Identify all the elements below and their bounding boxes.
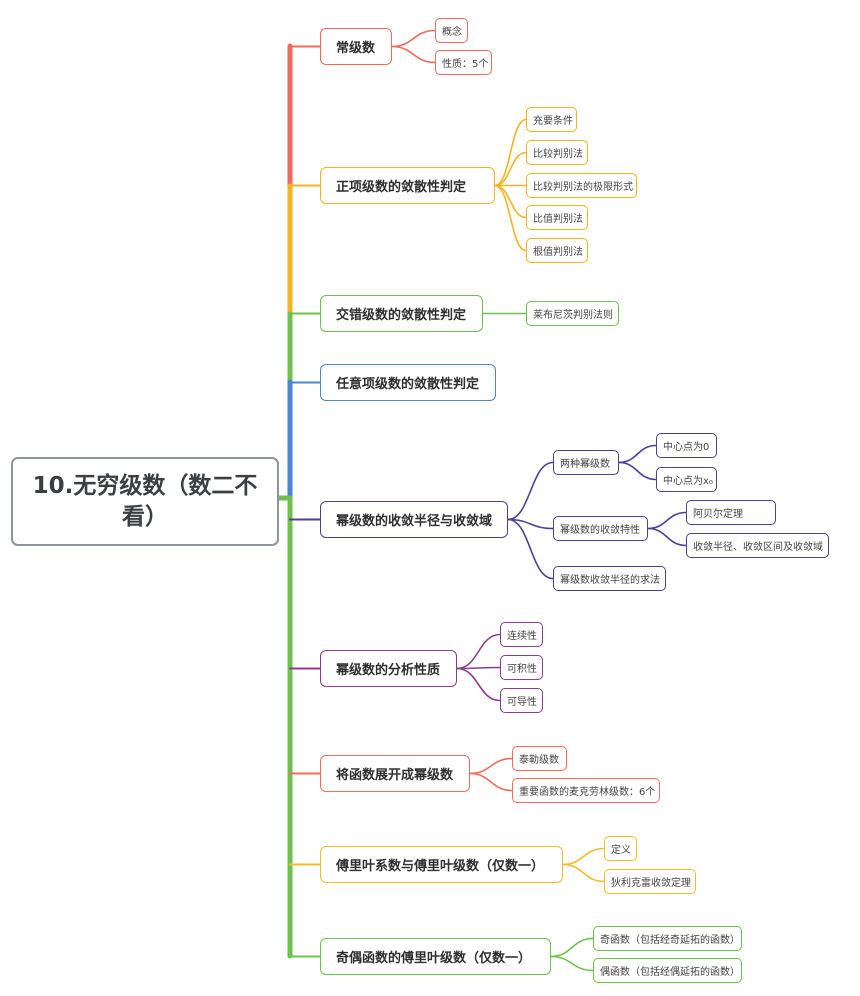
- topic-alternating-series[interactable]: 交错级数的敛散性判定: [320, 295, 483, 332]
- subtopic-properties[interactable]: 性质：5个: [435, 50, 492, 75]
- subtopic-taylor-series[interactable]: 泰勒级数: [512, 746, 567, 771]
- subtopic-ratio-test[interactable]: 比值判别法: [526, 205, 588, 230]
- topic-fourier-series[interactable]: 傅里叶系数与傅里叶级数（仅数一）: [320, 846, 563, 883]
- branch-leaf-abel-theorem: [647, 511, 687, 530]
- subtopic-maclaurin-series[interactable]: 重要函数的麦克劳林级数：6个: [512, 778, 660, 803]
- root-title-line1: 10.无穷级数（数二不: [32, 472, 258, 499]
- root-title-line2: 看）: [122, 503, 168, 530]
- branch-subtopic-taylor-series: [469, 757, 513, 775]
- branch-subtopic-comparison-test: [494, 151, 527, 187]
- branch-subtopic-maclaurin-series: [469, 772, 513, 792]
- subtopic-comparison-limit[interactable]: 比较判别法的极限形式: [526, 173, 637, 198]
- branch-subtopic-definition: [562, 847, 605, 866]
- topic-analytic-properties[interactable]: 幂级数的分析性质: [320, 650, 457, 687]
- root-node[interactable]: 10.无穷级数（数二不 看）: [11, 457, 279, 546]
- branch-subtopic-two-power-series: [507, 461, 554, 521]
- topic-power-series-radius[interactable]: 幂级数的收敛半径与收敛域: [320, 501, 508, 538]
- branch-subtopic-necessary-sufficient: [494, 118, 527, 187]
- topic-expand-power-series[interactable]: 将函数展开成幂级数: [320, 755, 470, 792]
- subtopic-two-power-series[interactable]: 两种幂级数: [553, 450, 619, 475]
- branch-subtopic-even-function: [550, 955, 594, 972]
- subtopic-odd-function[interactable]: 奇函数（包括经奇延拓的函数）: [593, 926, 742, 951]
- branch-subtopic-differentiability: [456, 667, 501, 702]
- leaf-center-zero[interactable]: 中心点为0: [656, 433, 717, 458]
- branch-subtopic-continuity: [456, 633, 501, 670]
- branch-subtopic-properties: [391, 45, 436, 64]
- subtopic-continuity[interactable]: 连续性: [500, 622, 543, 647]
- subtopic-differentiability[interactable]: 可导性: [500, 688, 543, 713]
- topic-odd-even-fourier[interactable]: 奇偶函数的傅里叶级数（仅数一）: [320, 938, 551, 975]
- subtopic-leibniz[interactable]: 莱布尼茨判别法则: [526, 301, 619, 326]
- branch-leaf-center-x0: [618, 461, 657, 481]
- subtopic-definition[interactable]: 定义: [604, 836, 637, 861]
- leaf-radius-interval-domain[interactable]: 收敛半径、收敛区间及收敛域: [686, 533, 829, 558]
- leaf-center-x0[interactable]: 中心点为x₀: [656, 467, 717, 492]
- topic-series[interactable]: 常级数: [320, 28, 392, 65]
- topic-positive-series[interactable]: 正项级数的敛散性判定: [320, 167, 495, 204]
- branch-subtopic-concept: [391, 29, 436, 48]
- branch-leaf-radius-interval-domain: [647, 527, 687, 547]
- branch-leaf-center-zero: [618, 444, 657, 464]
- subtopic-radius-method[interactable]: 幂级数收敛半径的求法: [553, 566, 666, 591]
- branch-subtopic-dirichlet-theorem: [562, 863, 605, 883]
- subtopic-comparison-test[interactable]: 比较判别法: [526, 140, 588, 165]
- subtopic-concept[interactable]: 概念: [435, 18, 468, 43]
- branch-subtopic-odd-function: [550, 937, 594, 958]
- branch-subtopic-radius-method: [507, 518, 554, 580]
- subtopic-even-function[interactable]: 偶函数（包括经偶延拓的函数）: [593, 958, 742, 983]
- subtopic-convergence-property[interactable]: 幂级数的收敛特性: [553, 516, 648, 541]
- subtopic-dirichlet-theorem[interactable]: 狄利克雷收敛定理: [604, 869, 696, 894]
- branch-subtopic-root-test: [494, 184, 527, 252]
- subtopic-necessary-sufficient[interactable]: 充要条件: [526, 107, 577, 132]
- topic-arbitrary-series[interactable]: 任意项级数的敛散性判定: [320, 364, 496, 401]
- subtopic-root-test[interactable]: 根值判别法: [526, 238, 588, 263]
- branch-subtopic-ratio-test: [494, 184, 527, 219]
- leaf-abel-theorem[interactable]: 阿贝尔定理: [686, 500, 776, 525]
- subtopic-integrability[interactable]: 可积性: [500, 655, 543, 680]
